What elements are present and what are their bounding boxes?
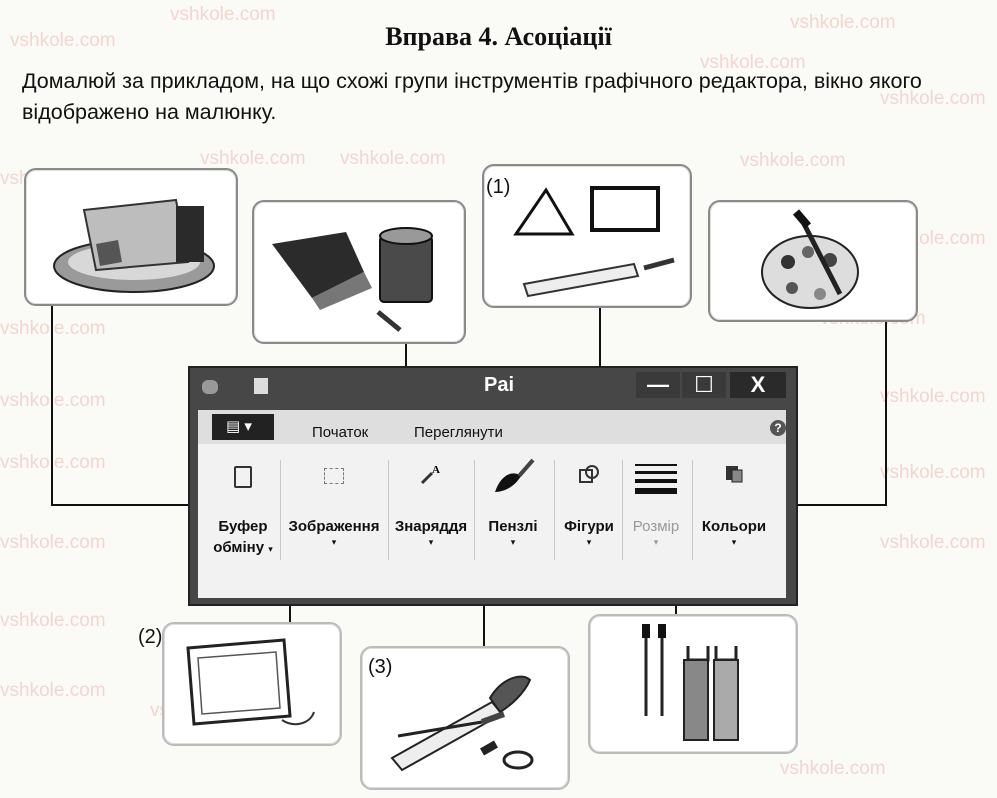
group-clipboard[interactable]: Буфер обміну ▾ — [210, 454, 276, 566]
group-colors[interactable]: Кольори ▾ — [696, 454, 772, 566]
label-two: (2) — [138, 626, 163, 648]
ribbon-separator — [554, 460, 555, 560]
group-colors-label: Кольори ▾ — [696, 516, 772, 548]
chevron-down-icon: ▾ — [586, 537, 592, 547]
group-tools[interactable]: A Знаряддя ▾ — [390, 454, 472, 566]
group-tools-label: Знаряддя ▾ — [390, 516, 472, 548]
triangle-rectangle-ruler-icon — [513, 186, 675, 298]
group-shapes-line1: Фігури — [564, 518, 614, 535]
label-three: (3) — [368, 656, 393, 678]
tab-view[interactable]: Переглянути — [414, 424, 503, 441]
menu-icon: ▤ ▾ — [226, 418, 252, 435]
connector-line — [752, 504, 887, 506]
watermark: vshkole.com — [0, 680, 106, 701]
close-button[interactable]: X — [730, 372, 786, 398]
watermark: vshkole.com — [780, 758, 886, 779]
ribbon-separator — [388, 460, 389, 560]
watermark: vshkole.com — [880, 462, 986, 483]
ribbon-separator — [280, 460, 281, 560]
chevron-down-icon: ▾ — [653, 537, 659, 547]
group-size-line1: Розмір — [632, 518, 680, 535]
group-brushes-label: Пензлі ▾ — [476, 516, 550, 548]
group-brushes[interactable]: Пензлі ▾ — [476, 454, 550, 566]
label-one: (1) — [486, 176, 511, 198]
svg-text:A: A — [432, 464, 440, 476]
ribbon-separator — [474, 460, 475, 560]
ribbon-separator — [622, 460, 623, 560]
group-size[interactable]: Розмір ▾ — [624, 454, 688, 566]
brushes-icon — [390, 675, 534, 772]
group-image[interactable]: Зображення ▾ — [284, 454, 384, 566]
chevron-down-icon: ▾ — [428, 537, 434, 547]
rollers-icon — [642, 624, 739, 741]
group-clipboard-line2: обміну — [213, 539, 265, 556]
group-size-label: Розмір ▾ — [624, 516, 688, 548]
image-select-icon — [324, 468, 344, 484]
watermark: vshkole.com — [880, 386, 986, 407]
ribbon-separator — [692, 460, 693, 560]
picture-card-brushes — [360, 646, 570, 790]
picture-card-frame — [162, 622, 342, 746]
paper-tray-icon — [53, 198, 215, 293]
window-title: Pai — [484, 374, 515, 396]
group-image-label: Зображення ▾ — [284, 516, 384, 548]
picture-card-shapes — [482, 164, 692, 308]
picture-card-paint-bucket — [252, 200, 466, 344]
exercise-title: Вправа 4. Асоціації — [385, 22, 612, 51]
connector-line — [885, 318, 887, 506]
tools-icon: A — [419, 462, 443, 486]
chevron-down-icon: ▾ — [731, 537, 737, 547]
ribbon: ▤ ▾ Початок Переглянути ? Буфер обміну ▾… — [198, 410, 786, 598]
brush-icon — [491, 456, 535, 496]
group-colors-line1: Кольори — [701, 518, 767, 535]
paint-window: Pai — ☐ X ▤ ▾ Початок Переглянути ? Буфе… — [188, 366, 798, 606]
chevron-down-icon: ▾ — [331, 537, 337, 547]
shapes-icon — [578, 464, 600, 486]
watermark: vshkole.com — [740, 150, 846, 171]
picture-card-paper-tray — [24, 168, 238, 306]
task-text: Домалюй за прикладом, на що схожі групи … — [22, 69, 922, 124]
artist-palette-icon — [761, 209, 859, 309]
group-clipboard-label: Буфер обміну ▾ — [210, 516, 276, 560]
application-menu-button[interactable]: ▤ ▾ — [212, 414, 274, 440]
connector-line — [51, 300, 53, 506]
watermark: vshkole.com — [200, 148, 306, 169]
group-tools-line1: Знаряддя — [394, 518, 468, 535]
chevron-down-icon: ▾ — [510, 537, 516, 547]
window-titlebar[interactable]: Pai — ☐ X — [190, 368, 796, 404]
picture-card-palette — [708, 200, 918, 322]
minimize-button[interactable]: — — [636, 372, 680, 398]
group-shapes[interactable]: Фігури ▾ — [556, 454, 622, 566]
watermark: vshkole.com — [880, 532, 986, 553]
watermark: vshkole.com — [340, 148, 446, 169]
connector-line — [51, 504, 221, 506]
paint-bucket-icon — [272, 227, 433, 332]
palette-colors-icon — [724, 464, 744, 484]
watermark: vshkole.com — [0, 532, 106, 553]
watermark: vshkole.com — [0, 610, 106, 631]
group-image-line1: Зображення — [288, 518, 380, 535]
size-lines-icon — [635, 464, 677, 494]
picture-card-rollers — [588, 614, 798, 754]
ribbon-tab-row: ▤ ▾ Початок Переглянути ? — [198, 410, 786, 444]
group-clipboard-line1: Буфер — [218, 518, 268, 535]
help-icon[interactable]: ? — [770, 420, 786, 436]
paint-app-icon — [202, 380, 218, 394]
quick-save-icon[interactable] — [254, 378, 268, 394]
tab-home[interactable]: Початок — [312, 424, 369, 441]
chevron-down-icon: ▾ — [268, 544, 273, 554]
clipboard-icon — [234, 466, 252, 488]
picture-frame-icon — [186, 638, 315, 726]
maximize-button[interactable]: ☐ — [682, 372, 726, 398]
group-brushes-line1: Пензлі — [488, 518, 538, 535]
group-shapes-label: Фігури ▾ — [556, 516, 622, 548]
